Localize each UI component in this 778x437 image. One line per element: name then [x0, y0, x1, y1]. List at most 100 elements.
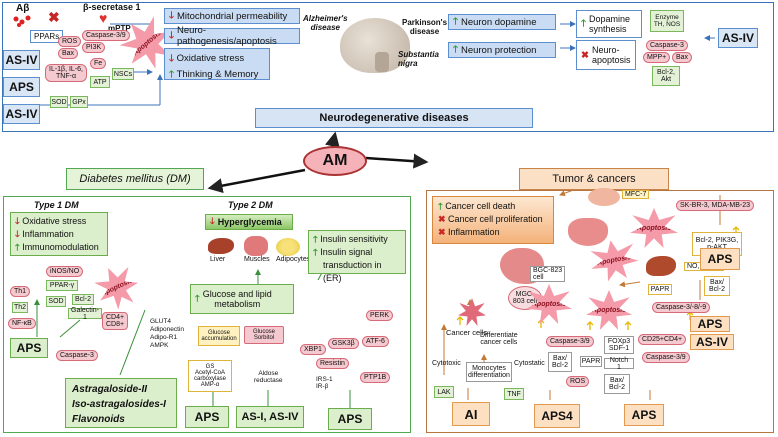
bax-badge: Bax [58, 48, 79, 59]
substantia-label: Substantia nigra [398, 50, 439, 68]
neuron-dopamine-box: 🡑Neuron dopamine [448, 14, 556, 30]
t1-effect-row-1: 🡓 Oxidative stress [15, 216, 87, 226]
th2-box: Th2 [12, 302, 28, 313]
effect-mitochondrial: 🡓Mitochondrial permeability [164, 8, 300, 24]
bcl2-akt-box: Bcl-2, Akt [652, 66, 680, 86]
diabetes-panel [3, 196, 411, 433]
t1-effect-row-3: 🡑 Immunomodulation [15, 242, 99, 252]
monocytes-box: Monocytes differentiation [466, 362, 512, 382]
compound-1: Astragaloside-II [72, 384, 148, 395]
hyperglycemia-text: Hyperglycemia [217, 217, 282, 227]
tumor-agent-aps-2: APS [700, 248, 740, 270]
dm-agent-1: APS [10, 338, 48, 358]
caspase-badge: Caspase-3/9 [82, 30, 130, 41]
baxbcl2-tumor-box-2: Bax/ Bcl-2 [604, 374, 630, 394]
cytotoxic-label: Cytotoxic [432, 360, 461, 367]
bcl2-dm-box: Bcl-2 [72, 294, 94, 305]
sod-box: SOD [50, 96, 68, 108]
muscle-icon [244, 236, 268, 256]
cytostatic-label: Cytostatic [514, 360, 545, 367]
mfc7-label: MFC-7 [622, 190, 650, 199]
dm-agent-3: AS-I, AS-IV [236, 406, 304, 428]
ptp1b-badge: PTP1B [360, 372, 391, 383]
compounds-box: Astragaloside-II Iso-astragalosides-I Fl… [65, 378, 177, 428]
tumor-effects-box: 🡑 Cancer cell death ✖ Cancer cell prolif… [432, 196, 554, 244]
glucose-acc-box: Glucose accumulation [198, 326, 240, 346]
am-node[interactable]: AM [303, 146, 367, 176]
effect-mitochondrial-text: Mitochondrial permeability [176, 10, 288, 22]
parkinsons-label: Parkinson's disease [402, 18, 448, 36]
caspase39-tumor-badge: Caspase-3/9 [546, 336, 594, 347]
neuro-agent-3: AS-IV [3, 104, 40, 124]
caspase3-dm-badge: Caspase-3 [56, 350, 98, 361]
fe-badge: Fe [90, 58, 107, 69]
dopamine-synthesis-box: 🡑Dopamine synthesis [576, 10, 642, 38]
effect-neuro-pathogenesis: 🡓Neuro-pathogenesis/apoptosis [164, 25, 300, 47]
tumor-effect-row-1: 🡑 Cancer cell death [438, 201, 516, 211]
tumor-agent-aps-3: APS [690, 316, 730, 332]
organ-liver-label: Liver [210, 256, 226, 263]
abeta-label: Aβ [16, 3, 30, 14]
tumor-agent-asiv: AS-IV [690, 334, 734, 350]
tumor-effect-row-3: ✖ Inflammation [438, 227, 500, 237]
hyperglycemia-box: 🡓Hyperglycemia [205, 214, 293, 230]
cd25-badge: CD25+CD4+ [638, 334, 687, 345]
atf6-badge: ATF-6 [362, 336, 389, 347]
lung-icon [568, 218, 608, 246]
galectin-box: Galectin-1 [68, 307, 102, 321]
effect-thinking-row: 🡑 Thinking & Memory [169, 69, 259, 80]
tnf-box: TNF [504, 388, 524, 400]
t1-effect-inflammation: Inflammation [22, 229, 74, 239]
baxbcl2-tumor-box-1: Bax/ Bcl-2 [548, 352, 572, 372]
neuro-panel [2, 2, 774, 132]
insulin-row-3: transduction in (ER) [313, 259, 401, 285]
neuron-protection-text: Neuron protection [460, 44, 537, 56]
effect-oxidative-text: Oxidative stress [176, 53, 245, 64]
resistin-badge: Resistin [316, 358, 349, 369]
irs-text: IRS-1 IR-β [316, 376, 333, 390]
dm-agent-4: APS [328, 408, 372, 430]
neuro-title: Neurodegenerative diseases [255, 108, 533, 128]
dm-agent-2: APS [185, 406, 229, 428]
insulin-sensitivity-text: Insulin sensitivity [320, 234, 388, 244]
organ-muscles-label: Muscles [244, 256, 270, 263]
caspase3-badge: Caspase-3 [646, 40, 688, 51]
inos-badge: iNOS/NO [46, 266, 84, 277]
bax-bcl2-tumor-box: Bax/ Bcl-2 [704, 276, 730, 296]
papr-box: PAPR [648, 284, 672, 295]
type2-label: Type 2 DM [228, 200, 273, 210]
cytokine-badge: IL-1β, IL-6, TNF-α [45, 64, 87, 82]
tumor-effect-proliferation: Cancer cell proliferation [448, 214, 543, 224]
ros-badge: ROS [58, 36, 82, 47]
neuro-apoptosis-text: Neuro- apoptosis [591, 45, 631, 65]
insulin-box: 🡑 Insulin sensitivity 🡑 Insulin signal t… [308, 230, 406, 283]
tumor-effect-inflammation: Inflammation [448, 227, 500, 237]
tumor-effect-death: Cancer cell death [445, 201, 516, 211]
ros-tumor-badge: ROS [566, 376, 590, 387]
mpp-badge: MPP+ [643, 52, 671, 63]
heart-icon: ♥ [99, 10, 108, 26]
perk-badge: PERK [366, 310, 394, 321]
insulin-signal-text: Insulin signal [320, 247, 373, 257]
effect-oxidative-row: 🡓 Oxidative stress [169, 53, 245, 64]
sod-dm-box: SOD [46, 296, 66, 307]
notch-box: Notch 1 [604, 357, 634, 371]
beta-secretase-label: β-secretase 1 [83, 2, 141, 12]
enzyme-box: Enzyme TH, NOS [650, 10, 684, 32]
differentiate-label: Differentiate cancer cells [480, 332, 518, 346]
liver-tumor-icon [646, 256, 676, 276]
skbr3-badge: SK-BR-3, MDA-MB-23 [676, 200, 755, 211]
neuro-agent-2: APS [3, 77, 40, 97]
caspase-3489-badge: Caspase-3/-8/-9 [652, 302, 711, 313]
liver-icon [208, 238, 234, 254]
effect-thinking-text: Thinking & Memory [176, 69, 259, 80]
cancer-cells-label: Cancer cells [446, 328, 488, 337]
caspase39-tumor-badge-2: Caspase-3/9 [642, 352, 690, 363]
t1-effect-row-2: 🡓 Inflammation [15, 229, 74, 239]
tumor-agent-aps4: APS4 [534, 404, 580, 428]
glucose-lipid-text: Glucose and lipid metabolism [202, 289, 272, 309]
insulin-row-2: 🡑 Insulin signal [313, 247, 373, 257]
th1-badge: Th1 [10, 286, 31, 297]
tumor-agent-ai: AI [452, 402, 490, 426]
mptp-label: mPTP [108, 24, 131, 33]
